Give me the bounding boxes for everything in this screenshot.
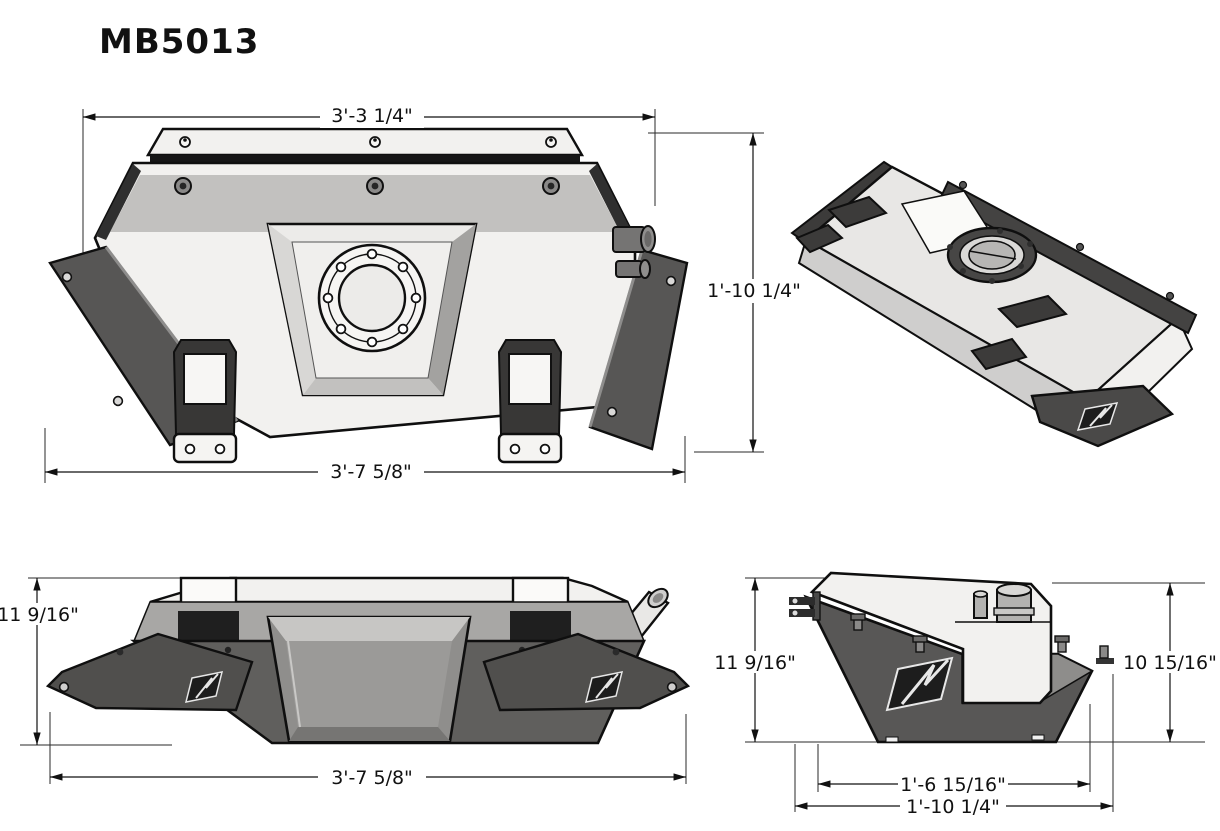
front-tank-body — [48, 127, 689, 464]
brand-logo-icon — [184, 671, 224, 703]
rear-dim-width-label: 3'-7 5/8" — [331, 767, 413, 789]
iso-sender-ring — [946, 226, 1038, 284]
brand-logo-icon — [885, 656, 954, 712]
rear-recess-window — [266, 615, 472, 743]
front-mounting-bracket-right — [588, 248, 689, 451]
filler-ports — [612, 225, 656, 279]
side-tank-body — [789, 571, 1114, 744]
rear-bracket-wing-right — [482, 632, 691, 712]
part-number-title: MB5013 — [99, 22, 260, 62]
rear-tank-body — [45, 576, 691, 745]
rear-dim-height-label: 11 9/16" — [0, 604, 79, 626]
tank-strap-left — [172, 339, 238, 464]
side-dim-height-left-label: 11 9/16" — [714, 652, 796, 674]
side-end-bracket — [789, 591, 821, 621]
tank-strap-right — [497, 339, 563, 464]
front-dim-width-top-label: 3'-3 1/4" — [331, 105, 413, 127]
front-view: 3'-3 1/4" 1'-10 1/4" 3'-7 5/8" — [44, 104, 806, 483]
side-dim-width-inner-label: 1'-6 15/16" — [900, 774, 1006, 796]
side-filler-neck — [973, 583, 1035, 623]
fuel-sender-flange — [317, 243, 427, 353]
rear-bracket-wing-left — [45, 632, 254, 712]
body-bolts — [174, 177, 560, 195]
isometric-view — [790, 160, 1198, 448]
iso-mounting-rail — [938, 180, 1198, 335]
side-view: 11 9/16" 10 15/16" 1'-6 15/16" 1'-10 1/4… — [714, 571, 1220, 818]
rear-view: 11 9/16" 3'-7 5/8" — [0, 576, 691, 789]
front-dim-height-label: 1'-10 1/4" — [707, 280, 801, 302]
front-dim-width-bottom-label: 3'-7 5/8" — [330, 461, 412, 483]
side-studs — [850, 613, 1114, 664]
flange-bolts — [179, 136, 557, 148]
brand-logo-icon — [584, 671, 624, 703]
side-dim-height-right-label: 10 15/16" — [1123, 652, 1217, 674]
side-dim-width-outer-label: 1'-10 1/4" — [906, 796, 1000, 818]
brand-logo-icon — [1076, 402, 1119, 431]
